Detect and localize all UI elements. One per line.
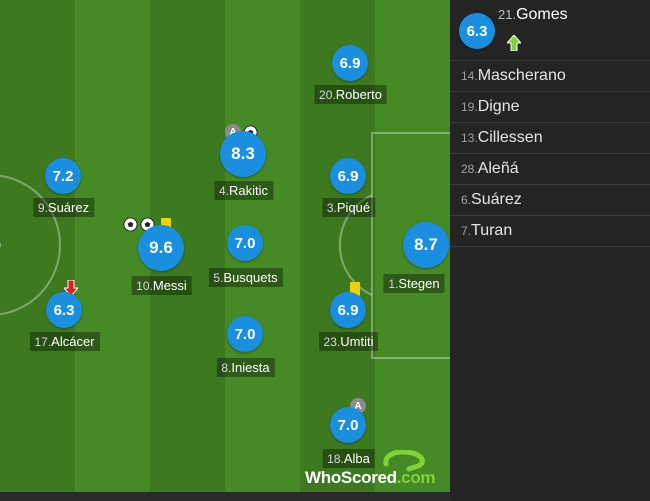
goal-ball-icon: [123, 217, 138, 232]
player-name-label: 5.Busquets: [208, 268, 283, 287]
pitch-markings: [0, 132, 450, 359]
player-stegen[interactable]: 8.7 1.Stegen: [383, 222, 449, 293]
player-name-label: 17.Alcácer: [29, 332, 100, 351]
yellow-card-icon: [161, 217, 171, 232]
logo-question-mark-icon: [383, 450, 425, 472]
player-suarez[interactable]: 7.2 9.Suárez: [32, 158, 95, 217]
bench-player[interactable]: 14.Mascherano: [450, 61, 650, 92]
player-rating: 7.0: [330, 407, 366, 443]
pitch: 6.9 20.Roberto A 8.3 4.Rakitic 7.2 9.Suá…: [0, 0, 450, 501]
player-rating: 7.0: [227, 316, 263, 352]
player-rating: 6.3: [459, 13, 495, 49]
player-name-label: 1.Stegen: [383, 274, 445, 293]
player-rating: 8.7: [403, 222, 449, 268]
substitute-in-entry[interactable]: 6.3 21.Gomes: [450, 0, 650, 61]
bench-player[interactable]: 13.Cillessen: [450, 123, 650, 154]
player-rating: 8.3: [220, 131, 266, 177]
player-roberto[interactable]: 6.9 20.Roberto: [314, 45, 387, 104]
player-busquets[interactable]: 7.0 5.Busquets: [208, 225, 283, 287]
player-name-label: 23.Umtiti: [318, 332, 379, 351]
player-name-label: 18.Alba: [322, 449, 375, 468]
player-name-label: 4.Rakitic: [213, 181, 274, 200]
player-rating: 6.9: [330, 292, 366, 328]
substitute-name: 21.Gomes: [498, 6, 568, 23]
player-messi[interactable]: 9.6 10.Messi: [123, 217, 192, 295]
player-name-label: 3.Piqué: [321, 198, 376, 217]
player-alba[interactable]: A 7.0 18.Alba: [322, 398, 375, 468]
player-rating: 9.6: [138, 225, 184, 271]
substituted-on-arrow-icon: [507, 35, 521, 51]
bench-player[interactable]: 7.Turan: [450, 216, 650, 247]
player-rating: 7.2: [45, 158, 81, 194]
bench-player[interactable]: 19.Digne: [450, 92, 650, 123]
player-name-label: 20.Roberto: [314, 85, 387, 104]
bottom-bar: [0, 492, 450, 501]
player-rakitic[interactable]: A 8.3 4.Rakitic: [213, 124, 274, 200]
player-rating: 6.9: [330, 158, 366, 194]
player-rating: 6.3: [46, 292, 82, 328]
player-name-label: 9.Suárez: [32, 198, 95, 217]
substitutes-panel: 6.3 21.Gomes 14.Mascherano 19.Digne 13.C…: [450, 0, 650, 501]
bench-player[interactable]: 6.Suárez: [450, 185, 650, 216]
player-rating: 6.9: [332, 45, 368, 81]
yellow-card-icon: [350, 282, 360, 296]
bench-list: 14.Mascherano 19.Digne 13.Cillessen 28.A…: [450, 61, 650, 247]
player-name-label: 10.Messi: [131, 276, 192, 295]
bench-player[interactable]: 28.Aleñá: [450, 154, 650, 185]
player-alcacer[interactable]: 6.3 17.Alcácer: [29, 280, 100, 351]
whoscored-logo: WhoScored.com: [305, 450, 445, 490]
player-iniesta[interactable]: 7.0 8.Iniesta: [216, 316, 275, 377]
logo-wordmark: WhoScored.com: [305, 468, 436, 487]
player-name-label: 8.Iniesta: [216, 358, 275, 377]
player-umtiti[interactable]: 6.9 23.Umtiti: [318, 282, 379, 351]
player-rating: 7.0: [227, 225, 263, 261]
player-pique[interactable]: 6.9 3.Piqué: [321, 158, 376, 217]
